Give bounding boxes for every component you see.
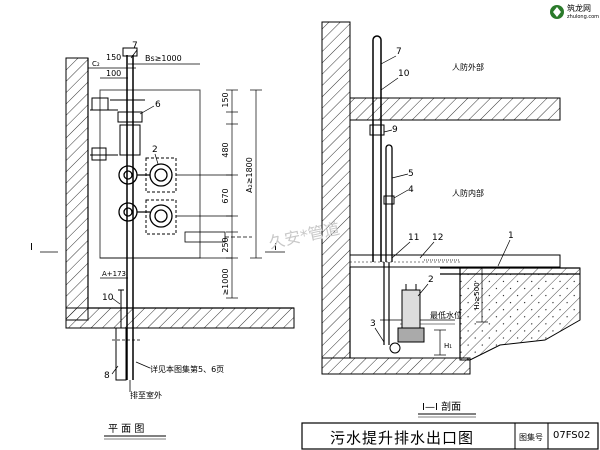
section-pit-bottom [321,357,471,375]
section-callout-10: 10 [398,69,410,79]
section-label-low-level: 最低水位 [430,310,462,320]
section-view: H₂≥500 H₁ 人防外部 人防内部 最低水位 7 10 9 5 4 11 1… [321,21,581,418]
section-label-outside: 人防外部 [452,62,484,72]
dim-label-480: 480 [221,142,230,157]
plan-note-out: 排至室外 [130,390,162,400]
plan-left-wall [65,57,89,321]
plan-callout-2: 2 [152,145,158,155]
dim-label-150: 150 [106,53,121,62]
dim-label-ge1800: A₂≥1800 [245,157,254,193]
section-mark-left: I [30,242,33,253]
plan-bottom-slab [65,307,295,329]
section-pump [389,284,425,354]
section-callout-2: 2 [428,275,434,285]
section-mark-right: I [274,242,277,253]
dim-label-ge1000: ≥1000 [221,268,230,295]
title-block [301,422,599,450]
dim-label-150-top: 150 [221,92,230,107]
dim-label-ca: C₂ [92,60,100,68]
logo-sub: zhulong.com [567,14,599,20]
plan-caption: 平 面 图 [108,423,144,435]
section-dim-h1: H₁ [444,342,452,350]
plan-callout-8: 8 [104,371,110,381]
plan-callout-10: 10 [102,293,114,303]
section-label-inside: 人防内部 [452,188,484,198]
section-callout-7: 7 [396,47,402,57]
plan-callout-6: 6 [155,100,161,110]
section-callout-11: 11 [408,233,419,243]
logo-text: 筑龙网 [567,3,591,13]
atlas-number: 07FS02 [553,430,591,441]
section-callout-5: 5 [408,169,414,179]
section-dim-h-ge500: H₂≥500 [473,282,481,309]
dim-label-670: 670 [221,188,230,203]
dim-label-250: 250 [221,237,230,252]
plan-dimensions [40,63,285,341]
site-logo: 筑龙网 zhulong.com [550,3,599,20]
dim-label-bs: Bs≥1000 [145,54,182,63]
plan-pump-lower [118,199,177,235]
section-callout-3: 3 [370,319,376,329]
section-callout-9: 9 [392,125,398,135]
plan-note-ref: 详见本图集第5、6页 [150,364,224,374]
plan-room-outline [87,58,294,309]
section-caption: I—I 剖面 [422,400,461,413]
plan-callout-7: 7 [132,41,138,51]
section-upper-slab [349,97,561,121]
dim-label-a173: A+173 [102,270,126,278]
drawing-title: 污水提升排水出口图 [330,429,475,447]
section-earth [459,267,581,361]
section-callout-12: 12 [432,233,443,243]
section-floor-slab [349,254,561,268]
atlas-label: 图集号 [519,433,543,442]
plan-view: 150 Bs≥1000 C₂ 100 150 480 670 250 ≥1000… [30,41,295,440]
section-callout-1: 1 [508,231,514,241]
dim-label-100: 100 [106,69,121,78]
section-left-wall [321,21,351,359]
section-callout-4: 4 [408,185,414,195]
